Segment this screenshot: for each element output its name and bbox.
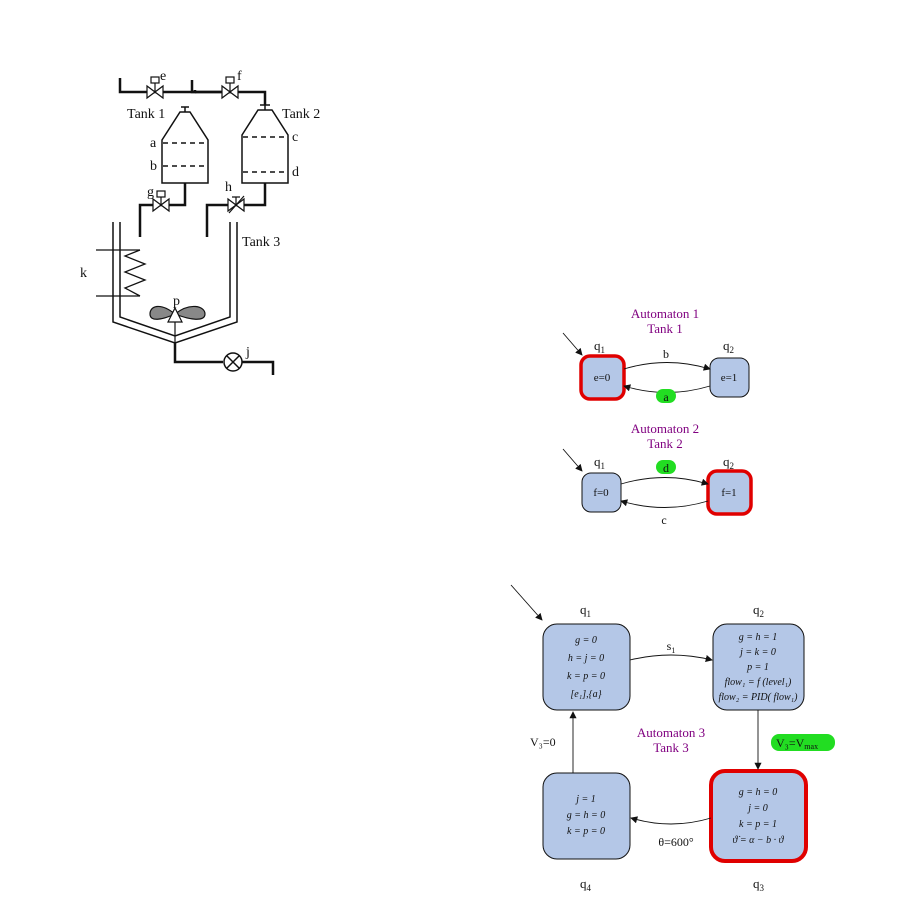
a2-q2-label: q2 (723, 454, 734, 471)
a3-q2-line: p = 1 (746, 662, 769, 673)
heater-k (96, 249, 147, 297)
a3-edge-q4-q1-label: V₃=0 (530, 735, 556, 749)
valve-e-label: e (160, 69, 166, 84)
pipe-outlet-2 (205, 183, 267, 237)
a1-edge-q1-q2 (623, 362, 711, 371)
pipe-outlet-3 (173, 343, 223, 364)
a3-q2-label: q2 (753, 602, 764, 619)
valve-g (152, 190, 170, 213)
a2-state-q2-text: f=1 (721, 487, 736, 499)
automaton-1: Automaton 1 Tank 1 q1 q2 e=0 e=1 b a (562, 306, 750, 404)
a2-edge-top-label: d (663, 461, 669, 475)
a3-state-q4 (542, 772, 631, 860)
a3-q1-line: h = j = 0 (568, 653, 604, 664)
a3-q3-line: ϑ̇ = α − b · ϑ (732, 835, 784, 846)
tank-3-label: Tank 3 (242, 235, 280, 250)
a2-edge-q1-q2 (620, 477, 709, 486)
a2-edge-q2-q1 (620, 499, 709, 508)
a3-state-q3 (709, 769, 808, 863)
valve-g-label: g (147, 185, 154, 200)
automaton-3-title: Automaton 3 (637, 725, 705, 740)
a1-edge-bottom-highlight (656, 389, 676, 403)
a3-q1-line: g = 0 (575, 635, 597, 646)
a3-edge-q3-q4-label: θ=600° (658, 835, 694, 849)
valve-e (146, 76, 164, 100)
a3-q3-line: k = p = 1 (739, 819, 777, 830)
level-a-label: a (150, 136, 157, 151)
a3-state-q2 (712, 623, 805, 711)
a3-q4-label: q4 (580, 876, 592, 893)
a1-q2-label: q2 (723, 338, 734, 355)
a3-edge-q1-q2-label: s1 (667, 639, 676, 655)
valve-h (227, 195, 245, 214)
a3-q4-line: g = h = 0 (567, 810, 606, 821)
tank-1-label: Tank 1 (127, 107, 165, 122)
a3-q3-line: j = 0 (746, 803, 768, 814)
a3-q4-line: j = 1 (574, 794, 596, 805)
automaton-3-subtitle: Tank 3 (653, 740, 689, 755)
automaton-2-title: Automaton 2 (631, 421, 699, 436)
heater-k-label: k (80, 266, 87, 281)
a3-q3-line: g = h = 0 (739, 787, 778, 798)
pipe-pump-out (242, 360, 275, 375)
a3-q1-label: q1 (580, 602, 591, 619)
a3-q2-line: flow₁ = f (level₁) (725, 677, 792, 688)
a3-edge-q1-q2 (629, 654, 713, 663)
automaton-1-subtitle: Tank 1 (647, 321, 683, 336)
pump-j (223, 352, 243, 372)
plant-diagram (96, 76, 289, 375)
a3-initial-arrow (510, 584, 543, 621)
a1-state-q1 (579, 354, 626, 401)
a1-edge-bottom-label: a (663, 390, 669, 404)
a2-q1-label: q1 (594, 454, 605, 471)
a2-state-q1-text: f=0 (593, 487, 609, 499)
a3-q1-line: k = p = 0 (567, 671, 605, 682)
a3-q3-label: q3 (753, 876, 765, 893)
level-b-label: b (150, 159, 157, 174)
a2-state-q2 (706, 469, 753, 516)
a3-edge-q2-q3-highlight (771, 734, 835, 751)
valve-f (221, 76, 239, 100)
a2-edge-bottom-label: c (661, 513, 666, 527)
a3-q2-line: j = k = 0 (738, 647, 776, 658)
valve-f-label: f (237, 69, 242, 84)
a3-q2-line: g = h = 1 (739, 632, 778, 643)
automaton-3: q1 q2 q3 q4 g = 0 h = j = 0 k = p = 0 [e… (510, 584, 835, 893)
a3-q4-line: k = p = 0 (567, 826, 605, 837)
tank-2-label: Tank 2 (282, 107, 320, 122)
tank-2 (241, 104, 289, 184)
a1-edge-top-label: b (663, 347, 669, 361)
automaton-2-subtitle: Tank 2 (647, 436, 683, 451)
automaton-1-title: Automaton 1 (631, 306, 699, 321)
mixer-p-label: p (173, 294, 180, 309)
a1-state-q2 (709, 357, 750, 398)
a1-initial-arrow (562, 332, 583, 356)
a2-edge-top-highlight (656, 460, 676, 474)
a2-initial-arrow (562, 448, 583, 472)
a3-edge-q3-q4 (630, 816, 712, 825)
tank-1 (161, 106, 209, 184)
level-d-label: d (292, 165, 299, 180)
a3-edge-q2-q3-label: V₃=Vmax (776, 736, 818, 751)
a3-q2-line: flow₂ = PID( flow₁) (719, 692, 799, 703)
a2-state-q1 (581, 472, 622, 513)
a1-state-q1-text: e=0 (594, 372, 611, 384)
a3-q1-line: [e₁],{a} (570, 689, 601, 700)
level-c-label: c (292, 130, 298, 145)
pump-j-label: j (245, 345, 250, 360)
valve-h-label: h (225, 180, 232, 195)
a3-state-q1 (542, 623, 631, 711)
mixer-p (149, 305, 206, 343)
a1-q1-label: q1 (594, 338, 605, 355)
automaton-2: Automaton 2 Tank 2 q1 q2 f=0 f=1 d c (562, 421, 753, 527)
a1-state-q2-text: e=1 (721, 372, 738, 384)
